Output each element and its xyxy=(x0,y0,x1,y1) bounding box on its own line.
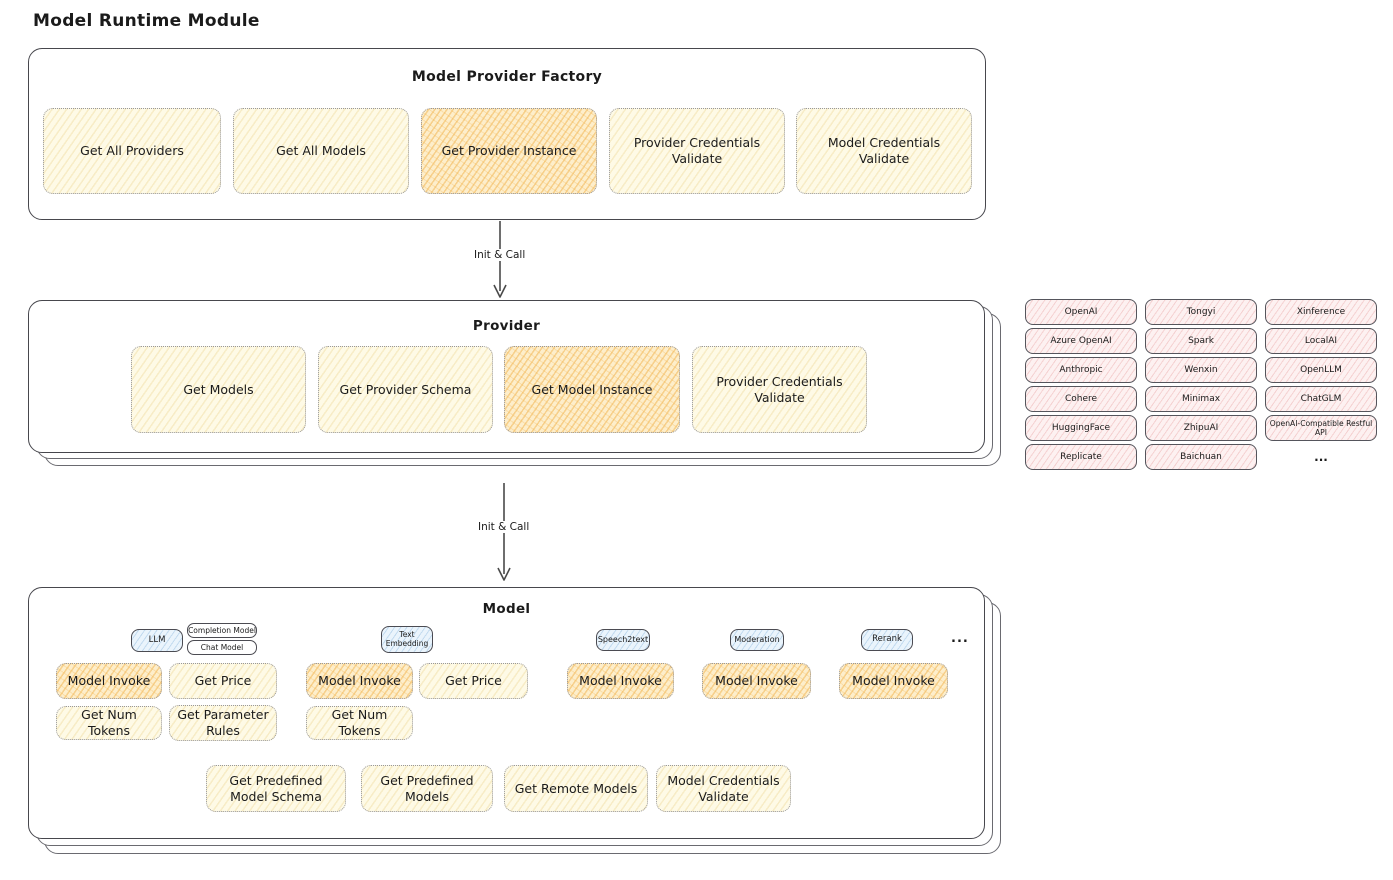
provider-item-openllm: OpenLLM xyxy=(1265,357,1377,383)
tab-completion-model: Completion Model xyxy=(187,623,257,638)
provider-item-minimax: Minimax xyxy=(1145,386,1257,412)
provider-item-openai: OpenAI xyxy=(1025,299,1137,325)
speech2text-model-invoke: Model Invoke xyxy=(567,663,674,699)
llm-get-parameter-rules: Get Parameter Rules xyxy=(169,705,277,741)
factory-get-all-models: Get All Models xyxy=(233,108,409,194)
provider-item-spark: Spark xyxy=(1145,328,1257,354)
llm-model-invoke: Model Invoke xyxy=(56,663,162,699)
provider-get-provider-schema: Get Provider Schema xyxy=(318,346,493,433)
provider-item-wenxin: Wenxin xyxy=(1145,357,1257,383)
provider-title: Provider xyxy=(472,318,541,334)
get-predefined-model-schema: Get Predefined Model Schema xyxy=(206,765,346,812)
tab-moderation: Moderation xyxy=(730,629,784,651)
get-predefined-models: Get Predefined Models xyxy=(361,765,493,812)
provider-item-tongyi: Tongyi xyxy=(1145,299,1257,325)
provider-item-zhipuai: ZhipuAI xyxy=(1145,415,1257,441)
provider-item-replicate: Replicate xyxy=(1025,444,1137,470)
provider-item-huggingface: HuggingFace xyxy=(1025,415,1137,441)
text-embedding-get-price: Get Price xyxy=(419,663,528,699)
moderation-model-invoke: Model Invoke xyxy=(702,663,811,699)
rerank-model-invoke: Model Invoke xyxy=(839,663,948,699)
text-embedding-get-num-tokens: Get Num Tokens xyxy=(306,706,413,740)
provider-item-anthropic: Anthropic xyxy=(1025,357,1137,383)
provider-item-chatglm: ChatGLM xyxy=(1265,386,1377,412)
llm-get-price: Get Price xyxy=(169,663,277,699)
tab-text-embedding: Text Embedding xyxy=(381,626,433,653)
factory-get-provider-instance: Get Provider Instance xyxy=(421,108,597,194)
model-provider-factory-box: Model Provider Factory Get All Providers… xyxy=(28,48,986,220)
page-title: Model Runtime Module xyxy=(33,11,260,31)
provider-item-localai: LocalAI xyxy=(1265,328,1377,354)
factory-get-all-providers: Get All Providers xyxy=(43,108,221,194)
provider-item-xinference: Xinference xyxy=(1265,299,1377,325)
arrow-label-init-call-1: Init & Call xyxy=(470,249,530,261)
model-box: Model LLM Completion Model Chat Model Te… xyxy=(28,587,985,839)
tab-speech2text: Speech2text xyxy=(596,629,650,651)
arrow-label-init-call-2: Init & Call xyxy=(474,521,534,533)
provider-item-baichuan: Baichuan xyxy=(1145,444,1257,470)
provider-item-cohere: Cohere xyxy=(1025,386,1137,412)
model-credentials-validate: Model Credentials Validate xyxy=(656,765,791,812)
provider-list: OpenAI Tongyi Xinference Azure OpenAI Sp… xyxy=(1025,299,1377,470)
provider-item-openai-compatible: OpenAI-Compatible Restful API xyxy=(1265,415,1377,441)
factory-provider-credentials-validate: Provider Credentials Validate xyxy=(609,108,785,194)
provider-get-models: Get Models xyxy=(131,346,306,433)
text-embedding-model-invoke: Model Invoke xyxy=(306,663,413,699)
model-title: Model xyxy=(482,601,531,617)
provider-item-azure-openai: Azure OpenAI xyxy=(1025,328,1137,354)
factory-title: Model Provider Factory xyxy=(411,69,603,85)
tab-chat-model: Chat Model xyxy=(187,640,257,655)
tabs-more: ... xyxy=(951,631,969,646)
provider-box: Provider Get Models Get Provider Schema … xyxy=(28,300,985,453)
tab-rerank: Rerank xyxy=(861,629,913,651)
llm-get-num-tokens: Get Num Tokens xyxy=(56,706,162,740)
get-remote-models: Get Remote Models xyxy=(504,765,648,812)
provider-get-model-instance: Get Model Instance xyxy=(504,346,680,433)
tab-llm: LLM xyxy=(131,629,183,652)
provider-list-more: ... xyxy=(1314,450,1328,464)
provider-credentials-validate: Provider Credentials Validate xyxy=(692,346,867,433)
factory-model-credentials-validate: Model Credentials Validate xyxy=(796,108,972,194)
